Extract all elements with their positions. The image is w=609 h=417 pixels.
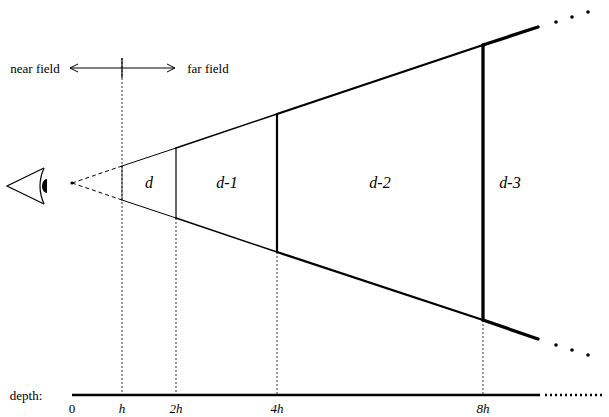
eye-pupil xyxy=(42,179,47,193)
depth-axis-continuation xyxy=(545,394,604,397)
field-label: near field xyxy=(10,62,59,75)
axis-tick-label: 4h xyxy=(271,402,284,415)
region-label: d xyxy=(145,175,153,191)
frustum-edges xyxy=(122,27,538,339)
region-label: d-2 xyxy=(369,175,390,191)
region-label: d-3 xyxy=(499,175,520,191)
dashed-ray xyxy=(72,166,122,183)
axis-tick-label: 2h xyxy=(170,402,183,415)
axis-tick-label: h xyxy=(119,402,126,415)
dashed-ray xyxy=(72,183,122,200)
field-label: far field xyxy=(187,62,229,75)
field-arrow xyxy=(70,58,175,78)
axis-tick-label: 0 xyxy=(69,402,76,415)
eye-outline xyxy=(7,168,44,204)
depth-axis xyxy=(72,394,540,397)
region-label: d-1 xyxy=(216,175,237,191)
axis-title: depth: xyxy=(10,389,43,402)
axis-tick-label: 8h xyxy=(477,402,490,415)
continuation-dots xyxy=(554,10,590,357)
guide-lines xyxy=(122,58,483,394)
